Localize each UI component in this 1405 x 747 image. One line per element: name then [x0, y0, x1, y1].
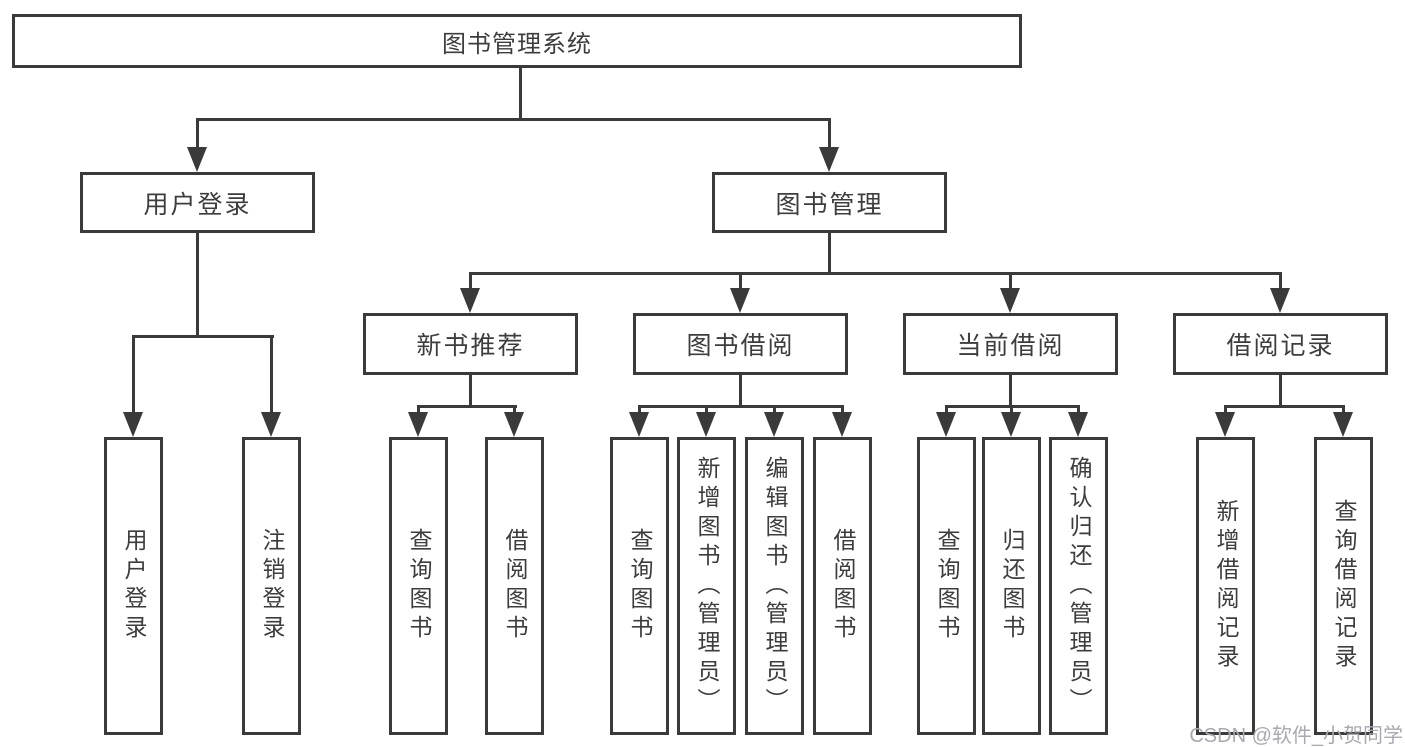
arrow-down-icon [1001, 412, 1021, 437]
connector [1279, 375, 1282, 408]
leaf-borrow-book-recommend-label: 借阅图书 [502, 528, 528, 644]
arrow-down-icon [408, 412, 428, 437]
arrow-down-icon [460, 288, 480, 313]
arrow-down-icon [1333, 412, 1353, 437]
node-user-login-label: 用户登录 [143, 190, 252, 219]
arrow-down-icon [187, 147, 207, 172]
leaf-borrow-book: 借阅图书 [813, 437, 872, 735]
leaf-query-borrow-record: 查询借阅记录 [1314, 437, 1373, 735]
connector [739, 272, 742, 288]
connector [945, 405, 948, 413]
connector [1009, 272, 1012, 288]
connector [132, 335, 135, 413]
node-book-management-label: 图书管理 [775, 190, 884, 219]
connector [1077, 405, 1080, 413]
node-borrow-records: 借阅记录 [1173, 313, 1388, 375]
connector [469, 272, 472, 288]
arrow-down-icon [1000, 288, 1020, 313]
connector [469, 272, 1282, 275]
csdn-watermark: CSDN @软件_小贺同学 [1189, 725, 1403, 747]
node-borrow-records-label: 借阅记录 [1226, 332, 1335, 360]
connector [1279, 272, 1282, 288]
arrow-down-icon [1215, 412, 1235, 437]
leaf-edit-book-admin: 编辑图书（管理员） [745, 437, 804, 735]
connector [196, 118, 199, 148]
arrow-down-icon [261, 412, 281, 437]
leaf-user-login: 用户登录 [104, 437, 163, 735]
connector [739, 375, 742, 408]
arrow-down-icon [123, 412, 143, 437]
node-book-borrowing: 图书借阅 [633, 313, 848, 375]
arrow-down-icon [764, 412, 784, 437]
leaf-add-book-admin-label: 新增图书（管理员） [694, 455, 720, 717]
connector [196, 233, 199, 338]
arrow-down-icon [1068, 412, 1088, 437]
connector [196, 118, 831, 121]
arrow-down-icon [936, 412, 956, 437]
connector [1010, 405, 1013, 413]
leaf-confirm-return-admin: 确认归还（管理员） [1049, 437, 1108, 735]
arrow-down-icon [629, 412, 649, 437]
leaf-query-borrow-record-label: 查询借阅记录 [1331, 499, 1357, 673]
connector [469, 375, 472, 408]
leaf-query-book-borrowing-label: 查询图书 [627, 528, 653, 644]
leaf-user-login-label: 用户登录 [121, 528, 147, 644]
leaf-add-borrow-record-label: 新增借阅记录 [1213, 499, 1239, 673]
arrow-down-icon [504, 412, 524, 437]
node-root: 图书管理系统 [12, 14, 1022, 68]
connector [1224, 405, 1345, 408]
arrow-down-icon [832, 412, 852, 437]
leaf-query-book-recommend: 查询图书 [389, 437, 448, 735]
arrow-down-icon [819, 147, 839, 172]
connector [841, 405, 844, 413]
connector [638, 405, 641, 413]
leaf-query-book-recommend-label: 查询图书 [406, 528, 432, 644]
node-root-label: 图书管理系统 [442, 30, 592, 58]
connector [1009, 375, 1012, 408]
leaf-logout-label: 注销登录 [259, 528, 285, 644]
leaf-return-book: 归还图书 [982, 437, 1041, 735]
leaf-add-book-admin: 新增图书（管理员） [677, 437, 736, 735]
leaf-query-book-borrowing: 查询图书 [610, 437, 669, 735]
node-book-borrowing-label: 图书借阅 [686, 332, 795, 360]
connector [638, 405, 844, 408]
node-current-borrowing-label: 当前借阅 [956, 332, 1065, 360]
connector [1224, 405, 1227, 413]
leaf-logout: 注销登录 [242, 437, 301, 735]
node-new-book-recommend: 新书推荐 [363, 313, 578, 375]
connector [773, 405, 776, 413]
connector [828, 118, 831, 148]
leaf-return-book-label: 归还图书 [999, 528, 1025, 644]
node-user-login: 用户登录 [80, 172, 315, 233]
connector [417, 405, 517, 408]
node-new-book-recommend-label: 新书推荐 [416, 332, 525, 360]
arrow-down-icon [696, 412, 716, 437]
connector [417, 405, 420, 413]
arrow-down-icon [1270, 288, 1290, 313]
connector [828, 233, 831, 275]
leaf-query-book-current: 查询图书 [917, 437, 976, 735]
leaf-confirm-return-admin-label: 确认归还（管理员） [1066, 455, 1092, 717]
connector [513, 405, 516, 413]
connector [270, 335, 273, 413]
connector [705, 405, 708, 413]
leaf-borrow-book-label: 借阅图书 [830, 528, 856, 644]
arrow-down-icon [730, 288, 750, 313]
node-current-borrowing: 当前借阅 [903, 313, 1118, 375]
connector [1342, 405, 1345, 413]
leaf-borrow-book-recommend: 借阅图书 [485, 437, 544, 735]
leaf-add-borrow-record: 新增借阅记录 [1196, 437, 1255, 735]
connector [519, 68, 522, 121]
connector [132, 335, 274, 338]
leaf-edit-book-admin-label: 编辑图书（管理员） [762, 455, 788, 717]
leaf-query-book-current-label: 查询图书 [934, 528, 960, 644]
node-book-management: 图书管理 [712, 172, 947, 233]
